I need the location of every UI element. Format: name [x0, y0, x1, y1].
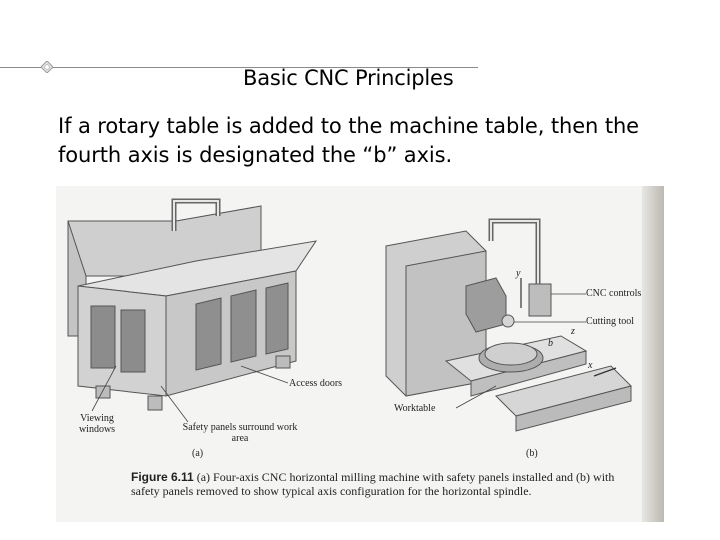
rule-diamond-icon	[41, 61, 53, 73]
figure-caption-number: Figure 6.11	[131, 470, 194, 484]
figure-page-edge	[642, 186, 664, 522]
machine-a-drawing	[67, 198, 318, 411]
leader-lines	[91, 293, 586, 423]
label-part-a: (a)	[192, 448, 204, 459]
milling-machine-illustration	[67, 198, 632, 432]
label-cnc-controls: CNC controls	[586, 288, 642, 299]
label-axis-x: x	[588, 360, 593, 371]
label-axis-b: b	[548, 338, 553, 349]
label-access-doors: Access doors	[289, 378, 343, 389]
figure-image: CNC controls Cutting tool Access doors W…	[56, 186, 664, 522]
label-axis-z: z	[571, 326, 575, 337]
label-cutting-tool: Cutting tool	[586, 316, 635, 327]
figure-caption: Figure 6.11 (a) Four-axis CNC horizontal…	[131, 470, 641, 498]
label-safety-panels: Safety panels surround work area	[182, 422, 298, 444]
label-viewing-windows: Viewing windows	[78, 413, 116, 435]
slide-title: Basic CNC Principles	[243, 66, 454, 90]
slide-body-text: If a rotary table is added to the machin…	[58, 114, 639, 167]
figure-caption-text: (a) Four-axis CNC horizontal milling mac…	[131, 470, 615, 498]
label-worktable: Worktable	[394, 403, 436, 414]
label-part-b: (b)	[526, 448, 538, 459]
machine-b-drawing	[385, 218, 632, 432]
label-axis-y: y	[516, 268, 521, 279]
title-rule	[0, 67, 478, 68]
